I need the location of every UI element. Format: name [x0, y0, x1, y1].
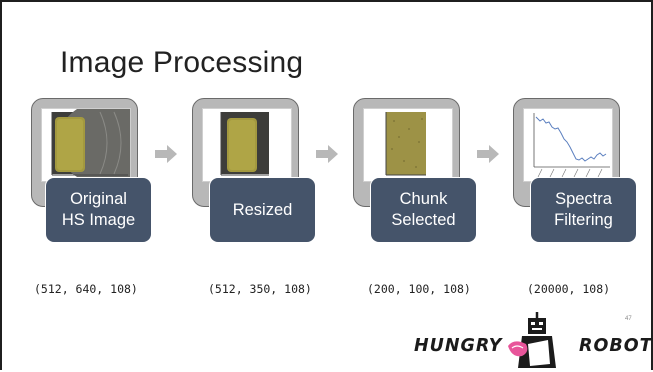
page-number: 47	[625, 316, 632, 322]
step-card-original	[31, 98, 138, 207]
logo-word-right: ROBOT	[579, 336, 653, 356]
original-hs-image-thumbnail	[41, 108, 131, 182]
hungry-robot-logo: HUNGRY ROBOT	[414, 310, 653, 372]
step-label-line2: HS Image	[61, 211, 136, 229]
robot-mascot-icon	[508, 312, 556, 368]
step-label-chunk: Chunk Selected	[371, 178, 476, 242]
dims-resized: (512, 350, 108)	[208, 282, 312, 296]
step-card-spectra	[513, 98, 620, 207]
step-label-line2: Filtering	[554, 211, 613, 229]
slide-title: Image Processing	[60, 46, 304, 79]
logo-word-left: HUNGRY	[414, 336, 503, 356]
step-label-resized: Resized	[210, 178, 315, 242]
step-label-line1: Resized	[232, 200, 293, 219]
dims-spectra: (20000, 108)	[527, 282, 611, 296]
dims-chunk: (200, 100, 108)	[367, 282, 471, 296]
dims-original: (512, 640, 108)	[34, 282, 138, 296]
spectra-plot-thumbnail	[523, 108, 613, 182]
step-label-line1: Original	[70, 190, 127, 208]
right-arrow-icon	[155, 145, 177, 163]
step-label-line2: Selected	[391, 211, 456, 229]
step-label-line1: Chunk	[399, 190, 448, 208]
chunk-image-thumbnail	[363, 108, 453, 182]
step-label-line1: Spectra	[555, 190, 612, 208]
right-arrow-icon	[477, 145, 499, 163]
right-arrow-icon	[316, 145, 338, 163]
resized-image-thumbnail	[202, 108, 292, 182]
step-label-spectra: Spectra Filtering	[531, 178, 636, 242]
step-label-original: Original HS Image	[46, 178, 151, 242]
